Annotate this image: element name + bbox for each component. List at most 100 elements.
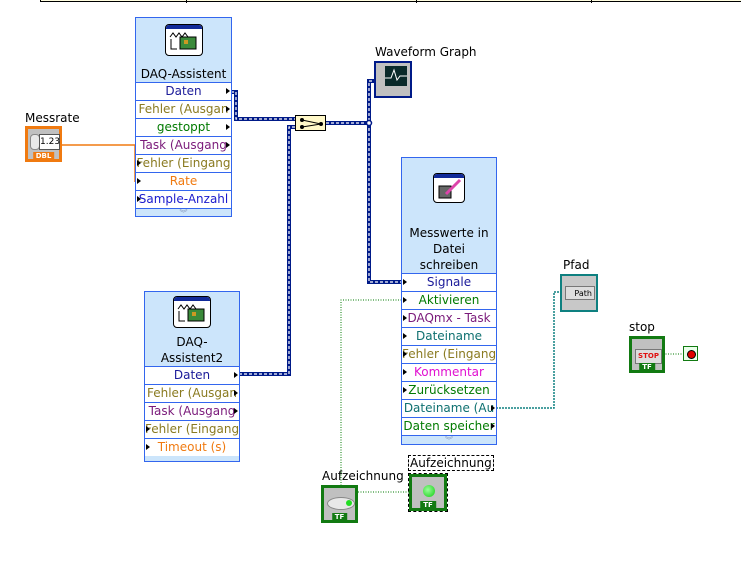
- terminal-label: Signale: [426, 275, 472, 289]
- terminal-arrow-icon: [137, 160, 141, 166]
- terminal-arrow-icon: [137, 196, 141, 202]
- terminal-out[interactable]: Fehler (Ausgan: [136, 100, 231, 118]
- stop-button-icon: STOP: [635, 349, 662, 364]
- terminal-arrow-icon: [403, 351, 407, 357]
- terminal-out[interactable]: Dateiname (Au: [402, 399, 496, 417]
- messrate-label: Messrate: [25, 111, 80, 125]
- stop-control[interactable]: STOP TF: [629, 336, 665, 373]
- terminal-arrow-icon: [491, 423, 495, 429]
- terminal-label: Task (Ausgang: [148, 404, 236, 418]
- wire-merge-out: [326, 79, 401, 284]
- write-file-title-2: Datei: [432, 242, 465, 256]
- terminal-arrow-icon: [137, 178, 141, 184]
- waveform-graph-label: Waveform Graph: [375, 45, 477, 59]
- wire-path: [496, 291, 561, 409]
- terminal-arrow-icon: [234, 408, 238, 414]
- daq2-title-line1: DAQ-: [176, 335, 208, 349]
- pfad-label: Pfad: [563, 258, 590, 272]
- terminal-label: Kommentar: [414, 365, 484, 379]
- terminal-label: gestoppt: [156, 120, 211, 134]
- aufzeichnung-ind-type-tag: TF: [420, 501, 436, 509]
- write-to-file-icon: [433, 173, 465, 203]
- terminal-label: Zurücksetzen: [408, 383, 490, 397]
- terminal-arrow-icon: [234, 372, 238, 378]
- pfad-indicator[interactable]: Path: [560, 274, 598, 312]
- terminal-out[interactable]: Daten: [136, 82, 231, 100]
- terminal-in[interactable]: Aktivieren: [402, 291, 496, 309]
- terminal-out[interactable]: Daten speicher: [402, 417, 496, 435]
- led-indicator-icon: [423, 485, 435, 497]
- terminal-out[interactable]: Daten: [145, 366, 239, 384]
- merge-signals-node[interactable]: [295, 115, 326, 131]
- terminal-in[interactable]: Kommentar: [402, 363, 496, 381]
- terminal-arrow-icon: [234, 390, 238, 396]
- terminal-label: Daten: [173, 368, 211, 382]
- expand-handle[interactable]: ︾: [136, 208, 231, 219]
- loop-condition-terminal[interactable]: [683, 346, 698, 361]
- daq1-title: DAQ-Assistent: [140, 67, 227, 81]
- terminal-label: Dateiname (Au: [403, 401, 495, 415]
- terminal-arrow-icon: [226, 88, 230, 94]
- terminal-label: Sample-Anzahl: [138, 192, 229, 206]
- terminal-arrow-icon: [226, 142, 230, 148]
- aufzeichnung-control-label: Aufzeichnung: [322, 469, 404, 483]
- terminal-out[interactable]: Task (Ausgang: [145, 402, 239, 420]
- terminal-arrow-icon: [146, 426, 150, 432]
- write-file-title-3: schreiben: [419, 258, 479, 272]
- terminal-in[interactable]: Fehler (Eingang: [136, 154, 231, 172]
- messrate-value: 1.23: [39, 134, 60, 150]
- terminal-in[interactable]: Zurücksetzen: [402, 381, 496, 399]
- terminal-arrow-icon: [226, 124, 230, 130]
- structure-frame-edge: [40, 0, 741, 3]
- expand-handle[interactable]: ︾: [402, 435, 496, 446]
- terminal-arrow-icon: [226, 106, 230, 112]
- terminal-label: Fehler (Eingang: [136, 156, 231, 170]
- terminal-in[interactable]: Timeout (s): [145, 438, 239, 456]
- frame-divider: [591, 0, 592, 3]
- terminal-out[interactable]: Fehler (Ausgan: [145, 384, 239, 402]
- frame-divider: [416, 0, 417, 3]
- terminal-in[interactable]: Sample-Anzahl: [136, 190, 231, 208]
- terminal-label: Fehler (Eingang: [145, 422, 239, 436]
- waveform-graph-terminal[interactable]: [374, 61, 412, 98]
- aufzeichnung-indicator[interactable]: TF: [408, 473, 448, 512]
- terminal-arrow-icon: [403, 297, 407, 303]
- terminal-arrow-icon: [403, 369, 407, 375]
- terminal-in[interactable]: Fehler (Eingang: [402, 345, 496, 363]
- terminal-label: Fehler (Ausgan: [138, 102, 229, 116]
- wire-messrate-rate: [61, 144, 136, 182]
- frame-divider: [186, 0, 187, 3]
- terminal-in[interactable]: Signale: [402, 273, 496, 291]
- messrate-control[interactable]: 1.23 DBL: [25, 126, 62, 162]
- stop-if-true-icon: [687, 350, 696, 359]
- aufzeichnung-indicator-label: Aufzeichnung: [408, 455, 494, 471]
- waveform-graph-icon: [385, 66, 407, 86]
- terminal-arrow-icon: [491, 405, 495, 411]
- terminal-label: Timeout (s): [157, 440, 227, 454]
- terminal-out[interactable]: gestoppt: [136, 118, 231, 136]
- boolean-switch-icon: [327, 497, 355, 510]
- wire-daq1-daten: [231, 90, 296, 121]
- aufzeichnung-control[interactable]: TF: [321, 485, 358, 523]
- terminal-in[interactable]: Dateiname: [402, 327, 496, 345]
- terminal-arrow-icon: [403, 279, 407, 285]
- write-file-title-1: Messwerte in: [409, 226, 489, 240]
- daq-card-icon: [164, 24, 203, 56]
- terminal-in[interactable]: DAQmx - Task: [402, 309, 496, 327]
- terminal-label: Task (Ausgang: [140, 138, 227, 152]
- terminal-in[interactable]: Rate: [136, 172, 231, 190]
- daq-card-icon: [173, 296, 211, 328]
- terminal-label: Daten speicher: [403, 419, 495, 433]
- stop-type-tag: TF: [639, 363, 655, 371]
- terminal-in[interactable]: Fehler (Eingang: [145, 420, 239, 438]
- wire-daq2-daten: [239, 125, 296, 376]
- path-indicator-icon: Path: [565, 286, 595, 300]
- terminal-label: Dateiname: [415, 329, 483, 343]
- terminal-out[interactable]: Task (Ausgang: [136, 136, 231, 154]
- terminal-label: Daten: [165, 84, 202, 98]
- terminal-label: Aktivieren: [418, 293, 480, 307]
- stop-label: stop: [629, 320, 655, 334]
